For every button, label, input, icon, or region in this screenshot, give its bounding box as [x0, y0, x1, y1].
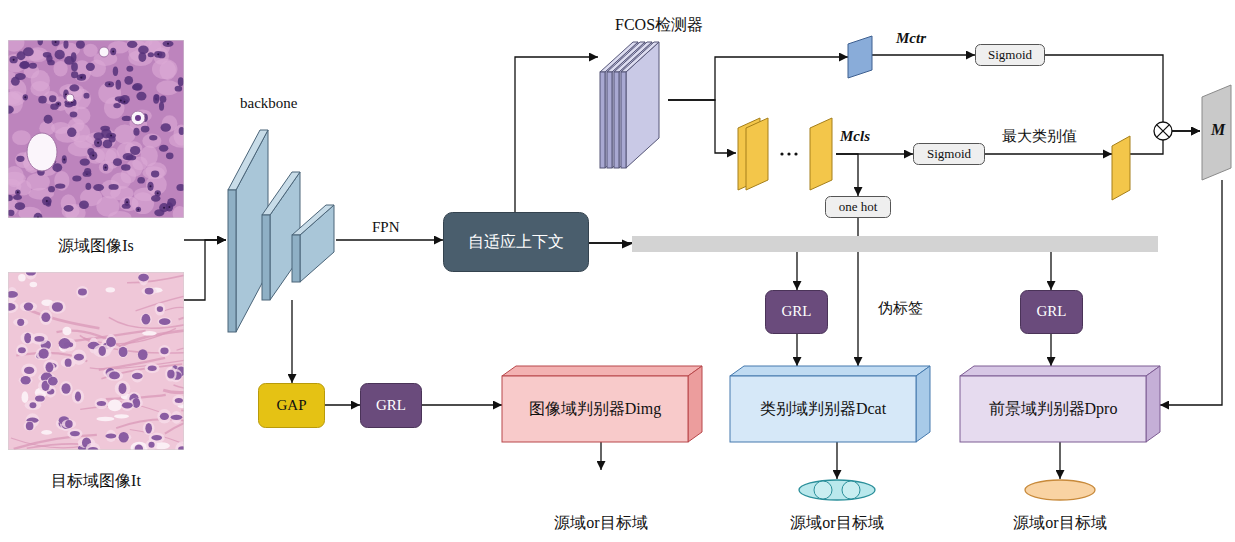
foreground-output-oval	[1025, 480, 1095, 500]
edge-label: FPN	[370, 219, 402, 236]
node-label: 自适应上下文	[468, 233, 564, 251]
category-output-oval	[799, 480, 875, 500]
connector	[1045, 55, 1200, 131]
node-label: GRL	[1037, 303, 1067, 320]
max-class-map	[1112, 136, 1130, 200]
output-label: 源域or目标域	[552, 514, 649, 532]
connector	[184, 240, 226, 300]
node-label: 前景域判别器Dpro	[989, 400, 1118, 418]
output-label: 源域or目标域	[1011, 514, 1108, 532]
feature-bar	[632, 236, 1158, 252]
node-label: 目标域图像It	[51, 472, 141, 490]
node-label: 类别域判别器Dcat	[760, 400, 886, 418]
class-maps: Mcls	[736, 116, 836, 192]
arrow-head	[1103, 150, 1112, 159]
centerness-map-shape	[848, 36, 872, 78]
node-label: 图像域判别器Dimg	[529, 400, 661, 418]
source-image-shape	[8, 40, 184, 255]
output-arrow	[600, 442, 601, 470]
connector	[325, 404, 360, 405]
class-maps-shape	[736, 116, 836, 192]
one-hot-box: one hot	[825, 196, 891, 218]
node-label: 源域图像Is	[58, 237, 134, 255]
edge-label: 最大类别值	[1000, 128, 1079, 145]
connector	[836, 154, 858, 196]
target-image: 目标域图像It	[8, 272, 184, 490]
node-label: GRL	[376, 397, 406, 414]
node-label: Sigmoid	[927, 147, 971, 162]
connector	[291, 300, 292, 383]
connector	[668, 57, 848, 100]
node-label: backbone	[240, 95, 297, 112]
source-image: 源域图像Is	[8, 40, 184, 255]
connector	[336, 239, 443, 240]
node-label: GRL	[782, 303, 812, 320]
fcos-detector: FCOS检测器	[598, 40, 668, 170]
fcos-detector-shape	[598, 40, 668, 170]
backbone-layers-shape	[226, 125, 336, 300]
node-label: Mcls	[840, 128, 870, 145]
context-module: 自适应上下文	[443, 212, 589, 272]
node-label: FCOS检测器	[615, 16, 703, 34]
edge-label: 伪标签	[876, 300, 925, 317]
node-label: M	[1211, 121, 1225, 139]
connector	[872, 54, 975, 55]
gap-box: GAP	[258, 383, 325, 428]
node-label: Mctr	[896, 30, 926, 47]
node-label: one hot	[839, 200, 878, 215]
sigmoid-box: Sigmoid	[975, 44, 1045, 66]
histology-image	[1, 34, 194, 224]
connector	[796, 334, 797, 366]
output-arrow	[836, 442, 837, 479]
connector	[422, 404, 502, 405]
image-discriminator: 图像域判别器Dimg	[502, 366, 702, 442]
connector	[515, 57, 598, 212]
node-label: GAP	[276, 397, 306, 414]
output-arrow	[1059, 442, 1060, 479]
foreground-map: M	[1200, 85, 1232, 180]
output-label: 源域or目标域	[788, 514, 885, 532]
connector	[668, 100, 736, 153]
multiply-symbol	[1154, 122, 1172, 140]
arrow-head	[622, 240, 632, 249]
sigmoid-box: Sigmoid	[913, 143, 985, 165]
foreground-discriminator: 前景域判别器Dpro	[960, 366, 1160, 442]
grl-box: GRL	[360, 383, 422, 428]
category-discriminator: 类别域判别器Dcat	[730, 366, 930, 442]
node-label: Sigmoid	[988, 48, 1032, 63]
grl-box: GRL	[765, 290, 828, 334]
grl-box: GRL	[1020, 290, 1083, 334]
connector	[1050, 334, 1051, 366]
backbone-layers: backbone	[226, 125, 336, 300]
connector	[1160, 180, 1222, 405]
target-image-shape	[8, 272, 184, 490]
centerness-map: Mctr	[848, 36, 872, 78]
